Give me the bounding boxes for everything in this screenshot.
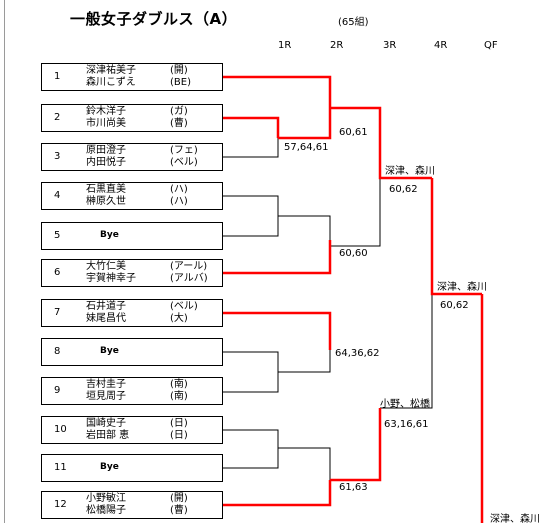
entry-11: 11 Bye: [41, 454, 223, 482]
win-line-7: [223, 311, 332, 350]
entry-9: 9 吉村圭子 (南) 垣見周子 (南): [41, 377, 223, 405]
sheet-left-border: [4, 0, 5, 523]
bye-label: Bye: [100, 462, 119, 472]
entry-1: 1 深津祐美子 (開) 森川こずえ (BE): [41, 63, 223, 91]
player-name: 深津祐美子: [86, 65, 136, 76]
page-title: 一般女子ダブルス（A）: [70, 10, 238, 28]
player-name: 吉村圭子: [86, 379, 126, 390]
player-name: 妹尾昌代: [86, 313, 126, 324]
bracket-line-10-11: [223, 429, 331, 480]
round-header-3r: 3R: [383, 40, 397, 51]
entry-4: 4 石黒直美 (ハ) 榊原久世 (ハ): [41, 182, 223, 210]
bracket-line-8: [223, 350, 331, 393]
player-affiliation: (アール): [170, 261, 208, 272]
win-line-1: [223, 75, 332, 140]
entry-number: 4: [54, 190, 61, 201]
entry-number: 10: [54, 424, 67, 435]
entry-number: 9: [54, 385, 61, 396]
entry-number: 5: [54, 230, 61, 241]
player-name: 石黒直美: [86, 184, 126, 195]
player-affiliation: (BE): [170, 77, 191, 88]
player-affiliation: (ハ): [170, 196, 188, 207]
entry-6: 6 大竹仁美 (アール) 宇賀神幸子 (アルバ): [41, 259, 223, 287]
player-affiliation: (アルバ): [170, 273, 208, 284]
round-header-4r: 4R: [434, 40, 448, 51]
match-score: 57,64,61: [284, 142, 329, 153]
match-score: 64,36,62: [335, 348, 380, 359]
player-name: 松橋陽子: [86, 505, 126, 516]
entry-8: 8 Bye: [41, 338, 223, 366]
match-score: 60,62: [440, 300, 469, 311]
player-affiliation: (開): [170, 65, 188, 76]
win-line-3r: [430, 178, 482, 296]
player-affiliation: (日): [170, 430, 188, 441]
entry-number: 3: [54, 151, 61, 162]
player-affiliation: (南): [170, 379, 188, 390]
bracket-line-2-3: [223, 138, 279, 158]
bracket-line-3r-upper: [330, 178, 381, 247]
player-name: 岩田部 恵: [86, 430, 130, 441]
player-name: 垣見周子: [86, 391, 126, 402]
entry-number: 12: [54, 499, 67, 510]
player-affiliation: (ベル): [170, 157, 198, 168]
group-count: (65組): [338, 17, 369, 28]
player-affiliation: (曹): [170, 505, 188, 516]
entry-number: 6: [54, 267, 61, 278]
match-score: 60,60: [339, 248, 368, 259]
player-name: 榊原久世: [86, 196, 126, 207]
player-affiliation: (ベル): [170, 301, 198, 312]
win-line-6: [223, 240, 332, 275]
round-header-2r: 2R: [330, 40, 344, 51]
entry-number: 1: [54, 71, 61, 82]
entry-number: 11: [54, 462, 67, 473]
match-winner: 深津、森川: [385, 166, 435, 177]
player-affiliation: (フェ): [170, 145, 198, 156]
entry-number: 7: [54, 307, 61, 318]
win-line-2: [223, 116, 280, 138]
match-winner: 深津、森川: [490, 514, 540, 525]
entry-2: 2 鈴木洋子 (ガ) 市川尚美 (曹): [41, 104, 223, 132]
win-line-2r-q4: [330, 408, 382, 482]
match-score: 61,63: [339, 482, 368, 493]
bye-label: Bye: [100, 346, 119, 356]
player-affiliation: (開): [170, 493, 188, 504]
match-winner: 小野、松橋: [380, 399, 430, 410]
player-affiliation: (日): [170, 418, 188, 429]
entry-7: 7 石井道子 (ベル) 妹尾昌代 (大): [41, 299, 223, 327]
player-name: 原田澄子: [86, 145, 126, 156]
entry-5: 5 Bye: [41, 222, 223, 250]
entry-12: 12 小野敏江 (開) 松橋陽子 (曹): [41, 491, 223, 519]
player-name: 宇賀神幸子: [86, 273, 136, 284]
match-score: 60,62: [389, 184, 418, 195]
entry-number: 2: [54, 112, 61, 123]
match-score: 63,16,61: [384, 419, 429, 430]
player-name: 大竹仁美: [86, 261, 126, 272]
bye-label: Bye: [100, 230, 119, 240]
player-affiliation: (ガ): [170, 106, 188, 117]
bracket-line-3r-lower: [380, 294, 433, 409]
player-affiliation: (ハ): [170, 184, 188, 195]
player-affiliation: (南): [170, 391, 188, 402]
match-score: 60,61: [339, 127, 368, 138]
player-name: 鈴木洋子: [86, 106, 126, 117]
entry-10: 10 国崎史子 (日) 岩田部 恵 (日): [41, 416, 223, 444]
win-line-12: [223, 480, 332, 507]
player-affiliation: (曹): [170, 118, 188, 129]
player-name: 国崎史子: [86, 418, 126, 429]
player-name: 小野敏江: [86, 493, 126, 504]
entry-3: 3 原田澄子 (フェ) 内田悦子 (ベル): [41, 143, 223, 171]
entry-number: 8: [54, 346, 61, 357]
player-name: 内田悦子: [86, 157, 126, 168]
bracket-line-4-5: [223, 195, 331, 240]
round-header-1r: 1R: [278, 40, 292, 51]
round-header-qf: QF: [484, 40, 498, 51]
player-name: 石井道子: [86, 301, 126, 312]
player-affiliation: (大): [170, 313, 188, 324]
player-name: 市川尚美: [86, 118, 126, 129]
player-name: 森川こずえ: [86, 77, 136, 88]
win-line-2r-q1: [330, 106, 432, 180]
match-winner: 深津、森川: [437, 282, 487, 293]
